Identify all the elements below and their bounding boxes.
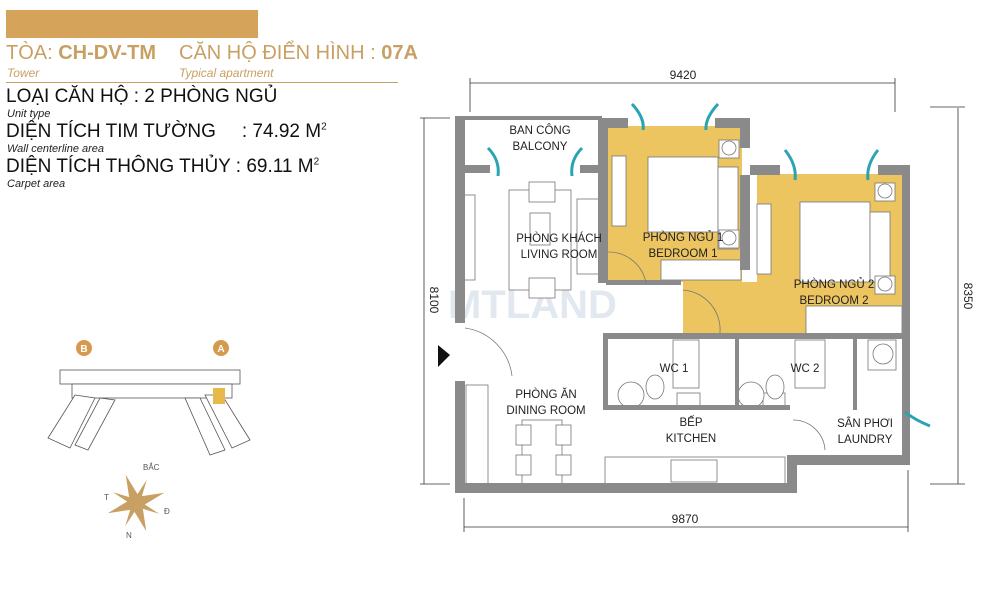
walls bbox=[455, 116, 910, 493]
wc2-label: WC 2 bbox=[791, 363, 820, 375]
furniture bbox=[460, 139, 903, 489]
bedroom1-label: PHÒNG NGỦ 1 bbox=[643, 231, 724, 244]
dining-label-en: DINING ROOM bbox=[506, 405, 585, 417]
tower-value: CH-DV-TM bbox=[58, 42, 156, 64]
wall-centerline-sub: Wall centerline area bbox=[7, 143, 105, 155]
airflow-arrow-icon bbox=[486, 102, 931, 428]
kitchen-label: BẾP bbox=[679, 416, 702, 429]
wing-a-badge: A bbox=[217, 344, 224, 355]
dimension-bottom: 9870 bbox=[672, 512, 699, 526]
compass-south: N bbox=[126, 531, 132, 540]
dimension-right: 8350 bbox=[961, 283, 975, 310]
living-label-en: LIVING ROOM bbox=[521, 249, 598, 261]
entrance-arrow-icon bbox=[438, 345, 450, 367]
dimension-lines bbox=[420, 78, 965, 532]
compass-icon bbox=[107, 474, 165, 532]
balcony-label-en: BALCONY bbox=[513, 141, 568, 153]
balcony-label: BAN CÔNG bbox=[509, 124, 570, 137]
unit-sup: 2 bbox=[313, 156, 320, 168]
doors bbox=[464, 251, 826, 451]
tower-sub: Tower bbox=[7, 66, 40, 80]
apartment-value: 07A bbox=[381, 42, 418, 64]
compass-west: T bbox=[104, 493, 109, 502]
unit-type-sub: Unit type bbox=[7, 108, 51, 120]
dimension-top: 9420 bbox=[670, 68, 697, 82]
unit-type: LOẠI CĂN HỘ : 2 PHÒNG NGỦ bbox=[6, 86, 278, 107]
apartment-label: CĂN HỘ ĐIỂN HÌNH : bbox=[179, 42, 376, 64]
tower-heading: TÒA: CH-DV-TM bbox=[6, 42, 156, 64]
dining-label: PHÒNG ĂN bbox=[515, 388, 576, 401]
tower-label: TÒA: bbox=[6, 42, 53, 64]
carpet-area-value: : 69.11 M bbox=[235, 156, 314, 177]
wall-centerline-value: : 74.92 M bbox=[241, 121, 322, 142]
header-divider bbox=[6, 82, 398, 83]
laundry-label: SÂN PHƠI bbox=[837, 417, 893, 430]
wc1-label: WC 1 bbox=[660, 363, 689, 375]
bedroom1-label-en: BEDROOM 1 bbox=[648, 248, 717, 260]
bedroom2-label: PHÒNG NGỦ 2 bbox=[794, 278, 875, 291]
carpet-area-sub: Carpet area bbox=[7, 178, 66, 190]
compass-east: Đ bbox=[164, 507, 170, 516]
living-label: PHÒNG KHÁCH bbox=[516, 232, 602, 245]
wall-centerline-label: DIỆN TÍCH TIM TƯỜNG bbox=[6, 121, 216, 142]
laundry-label-en: LAUNDRY bbox=[838, 434, 893, 446]
apartment-sub: Typical apartment bbox=[179, 66, 274, 80]
apartment-heading: CĂN HỘ ĐIỂN HÌNH : 07A bbox=[179, 42, 418, 64]
header-bar bbox=[6, 10, 258, 38]
bedroom2-label-en: BEDROOM 2 bbox=[799, 295, 868, 307]
dimension-left: 8100 bbox=[427, 287, 441, 314]
carpet-area-label: DIỆN TÍCH THÔNG THỦY bbox=[6, 156, 231, 177]
carpet-area: DIỆN TÍCH THÔNG THỦY : 69.11 M2 bbox=[6, 156, 319, 177]
key-plan: B A bbox=[47, 340, 251, 456]
compass-north: BẮC bbox=[143, 463, 160, 472]
wing-b-badge: B bbox=[80, 344, 87, 355]
wall-centerline-area: DIỆN TÍCH TIM TƯỜNG : 74.92 M2 bbox=[6, 121, 327, 142]
unit-sup: 2 bbox=[321, 121, 327, 133]
kitchen-label-en: KITCHEN bbox=[666, 433, 716, 445]
